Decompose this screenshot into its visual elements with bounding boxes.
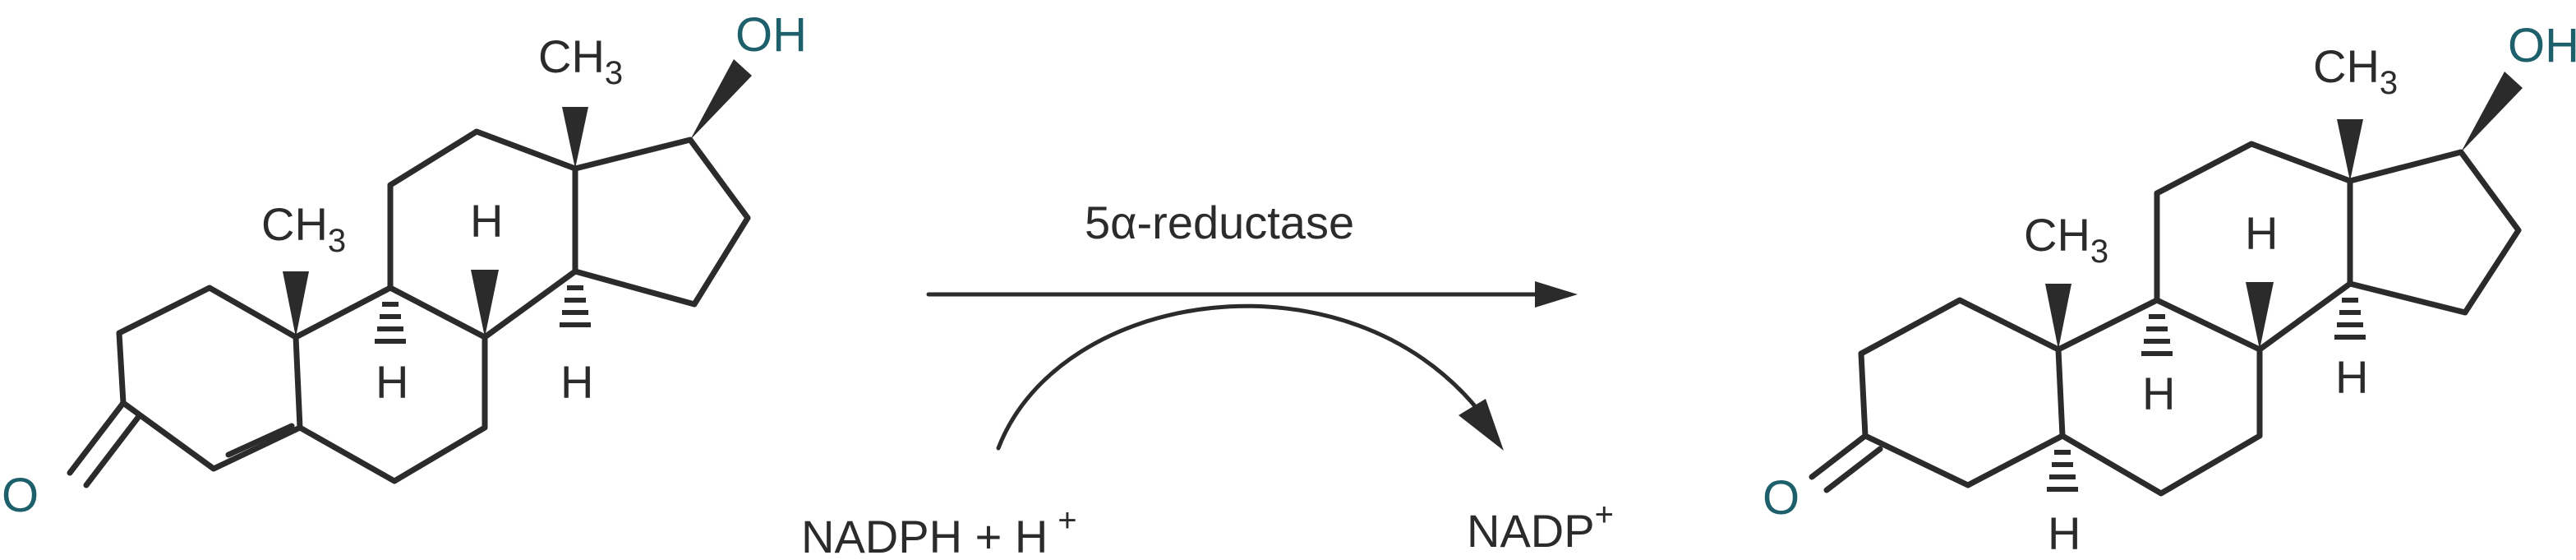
product-h-hash-c14 <box>2334 298 2366 340</box>
reaction-arrowhead <box>1535 281 1578 308</box>
methyl-wedge-c13 <box>562 107 588 169</box>
ring-c-bonds <box>387 128 578 340</box>
product-oh-wedge-c17 <box>2461 72 2523 152</box>
product-methyl-wedge-c10 <box>2045 284 2071 349</box>
ring-b-bonds <box>293 285 488 484</box>
cofactor-curved-arrow <box>996 303 1482 451</box>
product-h-upper: H <box>2245 207 2278 259</box>
product-ring-c-bonds <box>2154 141 2353 353</box>
product-ch3-top: CH3 <box>2313 40 2398 101</box>
reactant-h-upper: H <box>470 195 503 247</box>
reactant-ch3-left: CH3 <box>261 198 346 259</box>
methyl-wedge-c10 <box>283 271 309 337</box>
ring-a-bonds <box>67 285 303 488</box>
product-ring-d-bonds <box>2347 149 2522 316</box>
product-oxygen: O <box>1763 471 1800 525</box>
h-hash-c9 <box>375 302 406 344</box>
product-ch3-left: CH3 <box>2024 209 2108 270</box>
reactant-molecule: OH CH3 CH3 H H H O <box>2 8 807 522</box>
reactant-ch3-top: CH3 <box>538 30 623 91</box>
product-h-wedge-c8 <box>2246 282 2274 349</box>
h-wedge-c8 <box>471 270 499 337</box>
cofactor-out-label: NADP+ <box>1467 497 1614 557</box>
h-hash-c14 <box>560 285 591 327</box>
oh-wedge-c17 <box>690 59 752 140</box>
cofactor-arrowhead <box>1459 399 1504 451</box>
product-h-hash-c5 <box>2047 450 2078 492</box>
product-molecule: OH CH3 CH3 H H H H O <box>1763 19 2576 559</box>
product-h-lower-2: H <box>2335 351 2368 403</box>
cofactor-in-label: NADPH + H+ <box>801 502 1077 560</box>
product-h-bottom: H <box>2048 507 2081 559</box>
product-h-hash-c9 <box>2141 314 2173 356</box>
reaction-arrow-group: 5α-reductase NADPH + H+ NADP+ <box>801 197 1614 560</box>
reactant-oh-label: OH <box>735 8 807 62</box>
product-oh-label: OH <box>2508 19 2576 72</box>
product-methyl-wedge-c13 <box>2337 119 2363 181</box>
enzyme-label: 5α-reductase <box>1085 197 1354 248</box>
reactant-oxygen: O <box>2 469 39 522</box>
reactant-h-lower-2: H <box>560 356 593 408</box>
reactant-h-lower-1: H <box>376 356 408 408</box>
product-h-lower-1: H <box>2142 368 2175 419</box>
ring-d-bonds <box>572 137 751 308</box>
product-ring-b-bonds <box>2055 297 2263 497</box>
product-ring-a-bonds <box>1809 297 2066 493</box>
